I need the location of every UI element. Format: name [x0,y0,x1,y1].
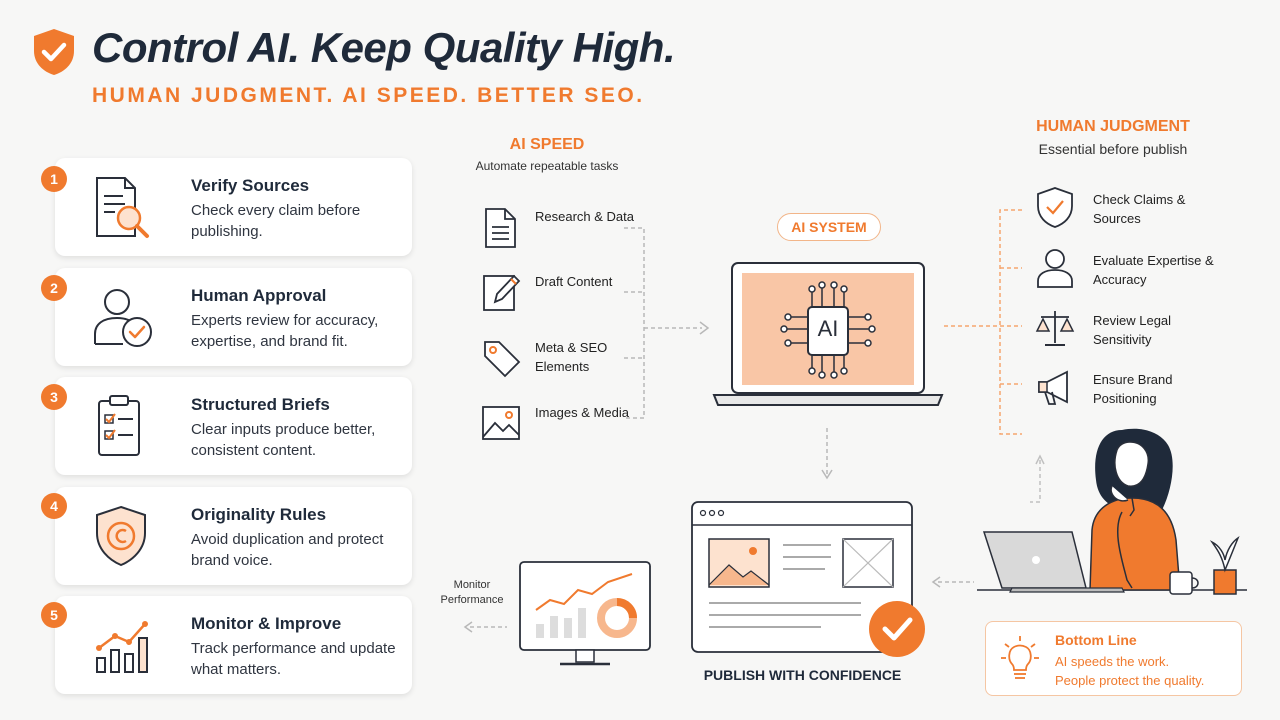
step-description: Track performance and update what matter… [191,640,396,678]
step-title: Originality Rules [191,505,327,524]
task-label: Images & Media [535,405,629,420]
logo-shield-icon [31,27,77,77]
step-title: Structured Briefs [191,395,330,414]
judgment-item: Evaluate Expertise & Accuracy [1035,247,1225,297]
user-icon [1035,247,1075,289]
step-description: Check every claim before publishing. [191,202,361,240]
bottom-line-line2: People protect the quality. [1055,673,1205,688]
judgment-label: Check Claims & Sources [1093,192,1186,226]
step-card: Human Approval Experts review for accura… [55,268,412,366]
step-description: Experts review for accuracy, expertise, … [191,312,379,350]
judgment-label: Ensure Brand Positioning [1093,372,1173,406]
scales-icon [1035,307,1075,349]
judgment-item: Check Claims & Sources [1035,186,1225,236]
bottom-line-line1: AI speeds the work. [1055,654,1170,669]
step-title: Verify Sources [191,176,310,195]
task-label: Draft Content [535,274,613,289]
arrow-left-icon [462,621,508,633]
publish-label: PUBLISH WITH CONFIDENCE [703,667,902,683]
publish-browser-window [691,501,931,661]
ai-speed-heading: AI SPEED [509,136,585,153]
growth-chart-icon [87,612,157,678]
judgment-item: Review Legal Sensitivity [1035,307,1225,357]
step-title: Human Approval [191,286,327,305]
edit-document-icon [481,272,521,314]
judgment-label: Evaluate Expertise & Accuracy [1093,253,1214,287]
step-description: Avoid duplication and protect brand voic… [191,531,384,569]
human-judgment-heading: HUMAN JUDGMENT [1036,118,1190,135]
megaphone-icon [1035,366,1075,408]
tag-icon [481,338,521,380]
bottom-line-card: Bottom Line AI speeds the work. People p… [985,621,1242,696]
human-judgment-subheading: Essential before publish [1038,141,1188,157]
task-item: Images & Media [481,403,641,453]
step-number-badge: 1 [41,166,67,192]
arrow-left-icon [930,576,975,588]
task-label: Meta & SEO Elements [535,340,608,374]
ai-chip-label: AI [817,316,839,341]
step-number-badge: 5 [41,602,67,628]
task-item: Meta & SEO Elements [481,338,641,388]
monitor-performance-label: Monitor Performance [440,579,504,606]
human-judgment-connector [942,208,1024,436]
task-item: Research & Data [481,207,641,257]
step-description: Clear inputs produce better, consistent … [191,421,376,459]
bottom-line-title: Bottom Line [1055,632,1137,648]
task-label: Research & Data [535,209,634,224]
step-number-badge: 3 [41,384,67,410]
step-number-badge: 2 [41,275,67,301]
user-check-icon [87,284,157,350]
step-card: Verify Sources Check every claim before … [55,158,412,256]
ai-speed-subheading: Automate repeatable tasks [475,159,619,173]
ai-speed-connector [620,220,715,425]
step-card: Monitor & Improve Track performance and … [55,596,412,694]
step-title: Monitor & Improve [191,614,342,633]
lightbulb-icon [1000,634,1040,684]
shield-check-icon [1035,186,1075,228]
person-at-laptop-illustration [972,420,1252,605]
step-card: Originality Rules Avoid duplication and … [55,487,412,585]
judgment-label: Review Legal Sensitivity [1093,313,1172,347]
page-title: Control AI. Keep Quality High. [92,24,676,71]
document-search-icon [87,174,157,240]
step-card: Structured Briefs Clear inputs produce b… [55,377,412,475]
step-number-badge: 4 [41,493,67,519]
performance-monitor-illustration [518,560,653,670]
task-item: Draft Content [481,272,641,322]
bottom-line-text: AI speeds the work. People protect the q… [1055,652,1204,690]
document-icon [481,207,521,249]
copyright-shield-icon [87,503,157,569]
ai-laptop-illustration: AI [712,261,944,409]
page-subtitle: HUMAN JUDGMENT. AI SPEED. BETTER SEO. [92,84,645,107]
clipboard-checklist-icon [87,393,157,459]
ai-system-badge: AI SYSTEM [777,213,881,241]
image-icon [481,403,521,445]
judgment-item: Ensure Brand Positioning [1035,366,1225,416]
arrow-down-icon [820,428,834,482]
